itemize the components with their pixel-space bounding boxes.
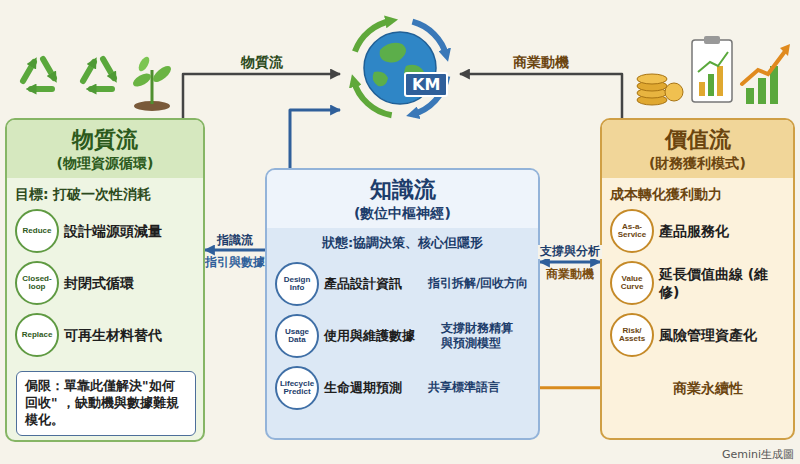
badge-label: Design Info — [277, 276, 317, 293]
flow-connector — [205, 249, 265, 252]
coins-icon — [637, 74, 683, 105]
flow-caption: 指引與數據 — [205, 255, 265, 270]
strategy-badge: Closed-loop封閉式循環 — [15, 261, 59, 305]
flow-connector — [290, 110, 340, 168]
item-description: 封閉式循環 — [64, 274, 134, 292]
globe-figure — [340, 14, 460, 122]
knowledge-flow-panel: Design Info產品設計資訊Usage Data使用與維護數據Lifecy… — [265, 168, 540, 440]
material-flow-panel: Reduce設計端源頭減量Closed-loop封閉式循環Replace可再生材… — [5, 118, 205, 442]
globe-land — [380, 43, 406, 63]
globe-node: KM — [340, 14, 460, 122]
connector-label: 指識流 — [215, 233, 255, 247]
data-badge: Design Info產品設計資訊 — [275, 262, 319, 306]
panel-title: 物質流 — [7, 120, 203, 154]
panel-subtitle: (財務獲利模式) — [602, 154, 793, 178]
badge-label: Usage Data — [277, 328, 317, 345]
panel-summary: 目標: 打破一次性消耗 — [7, 178, 203, 203]
outcome-text: 商業永續性 — [673, 379, 743, 397]
connector-label: 商業動機 — [511, 54, 571, 71]
model-badge: Value Curve延長價值曲線 (維修) — [610, 261, 654, 305]
panel-subtitle: (數位中樞神經) — [267, 204, 538, 228]
data-use-text: 支撐財務精算 與預測模型 — [441, 321, 521, 352]
badge-label: Closed-loop — [17, 275, 57, 292]
badge-label: Risk/ Assets — [612, 327, 652, 344]
data-badge: Usage Data使用與維護數據 — [275, 314, 319, 358]
item-description: 風險管理資產化 — [659, 326, 757, 344]
item-description: 使用與維護數據 — [324, 328, 415, 345]
panel-title: 價值流 — [602, 120, 793, 154]
globe-land — [373, 72, 388, 87]
data-use-text: 指引拆解/回收方向 — [428, 276, 528, 292]
data-badge: Lifecycle Predict生命週期預測 — [275, 366, 319, 410]
item-description: 可再生材料替代 — [64, 326, 162, 344]
item-description: 產品服務化 — [659, 222, 729, 240]
panel-summary: 成本轉化獲利動力 — [602, 178, 793, 203]
badge-label: As-a-Service — [612, 223, 652, 240]
badge-label: Reduce — [17, 227, 57, 235]
watermark: Gemini生成圖 — [722, 448, 794, 462]
data-use-text: 共享標準語言 — [428, 380, 500, 396]
panel-summary: 狀態:協調決策、核心但隱形 — [267, 228, 538, 252]
badge-label: Replace — [17, 331, 57, 339]
item-description: 延長價值曲線 (維修) — [659, 265, 769, 301]
km-label: KM — [404, 72, 448, 97]
strategy-badge: Reduce設計端源頭減量 — [15, 209, 59, 253]
model-badge: Risk/ Assets風險管理資產化 — [610, 313, 654, 357]
model-badge: As-a-Service產品服務化 — [610, 209, 654, 253]
item-description: 設計端源頭減量 — [64, 222, 162, 240]
note-text: 侷限：單靠此僅解決"如何回收" ，缺動機與數據難規模化。 — [25, 378, 187, 429]
item-description: 產品設計資訊 — [324, 276, 402, 293]
plant-icon — [131, 55, 174, 111]
panel-subtitle: (物理資源循環) — [7, 154, 203, 178]
connector-label: 物質流 — [239, 54, 285, 71]
flow-connector — [540, 261, 600, 264]
flow-caption: 商業動機 — [546, 267, 594, 282]
badge-label: Lifecycle Predict — [277, 380, 317, 397]
limitation-note: 侷限：單靠此僅解決"如何回收" ，缺動機與數據難規模化。 — [16, 371, 196, 436]
badge-label: Value Curve — [612, 275, 652, 292]
clipboard-chart-icon — [692, 36, 732, 102]
recycle-icon — [23, 59, 54, 89]
flow-connector — [460, 74, 622, 118]
panel-title: 知識流 — [267, 170, 538, 204]
recycle-icon — [83, 59, 114, 89]
strategy-badge: Replace可再生材料替代 — [15, 313, 59, 357]
rising-chart-icon — [742, 44, 790, 104]
item-description: 生命週期預測 — [324, 380, 402, 397]
connector-label: 支撐與分析 — [538, 245, 602, 259]
